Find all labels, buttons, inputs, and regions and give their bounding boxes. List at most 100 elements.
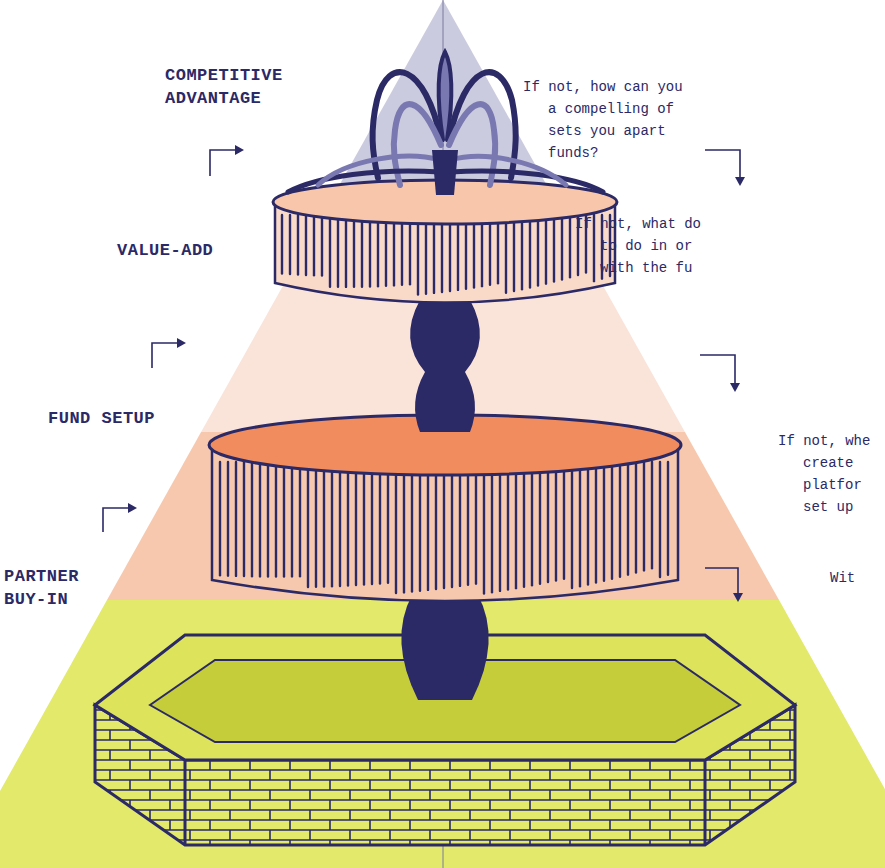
water-drip	[409, 215, 411, 284]
arrowhead	[128, 503, 137, 513]
water-drip	[435, 462, 437, 589]
water-drip	[403, 462, 405, 592]
water-drip	[227, 462, 229, 576]
water-drip	[499, 462, 501, 591]
water-drip	[553, 215, 555, 282]
water-drip	[497, 215, 499, 283]
water-drip	[587, 462, 589, 584]
water-drip	[531, 462, 533, 585]
elbow-arrow	[103, 508, 131, 532]
water-drip	[547, 462, 549, 582]
water-drip	[427, 462, 429, 590]
water-drips	[220, 462, 668, 593]
water-drip	[299, 462, 301, 576]
level-question: Wit	[830, 567, 855, 589]
water-drip	[521, 215, 523, 289]
water-drip	[337, 215, 339, 287]
water-drip	[417, 215, 419, 295]
elbow-arrow	[705, 150, 740, 180]
water-drip	[291, 462, 293, 576]
water-drip	[491, 462, 493, 592]
water-drip	[323, 462, 325, 587]
water-drip	[537, 215, 539, 286]
water-drip	[603, 462, 605, 581]
water-drip	[585, 215, 587, 273]
arrowhead	[177, 338, 186, 348]
water-drip	[593, 215, 595, 281]
water-drip	[659, 462, 661, 577]
water-drip	[555, 462, 557, 580]
water-drip	[571, 462, 573, 588]
level-heading: FUND SETUP	[48, 408, 155, 431]
water-drip	[475, 462, 477, 584]
water-drip	[267, 462, 269, 576]
water-drip	[545, 215, 547, 284]
water-drip	[579, 462, 581, 586]
water-drip	[387, 462, 389, 583]
water-drip	[393, 215, 395, 285]
arrowhead	[733, 593, 743, 602]
water-drip	[385, 215, 387, 286]
arrowhead	[735, 177, 745, 186]
water-drip	[505, 215, 507, 293]
water-drip	[315, 462, 317, 587]
water-drip	[243, 462, 245, 576]
water-drip	[331, 462, 333, 586]
water-drip	[627, 462, 629, 575]
water-drip	[363, 462, 365, 585]
water-drip	[235, 462, 237, 576]
water-drip	[483, 462, 485, 593]
text-holder: PARTNER BUY-IN	[4, 566, 94, 612]
water-drip	[601, 215, 603, 279]
water-drip	[411, 462, 413, 592]
water-drip	[289, 215, 291, 274]
text-holder: Wit	[830, 567, 855, 589]
water-drip	[353, 215, 355, 287]
level-question: If not, what do to do in or with the fu	[575, 213, 710, 279]
water-drip	[619, 462, 621, 577]
level-question: If not, how can you a compelling of sets…	[523, 76, 698, 164]
water-drip	[489, 215, 491, 285]
water-drip	[465, 215, 467, 289]
water-drip	[369, 215, 371, 286]
text-holder: If not, what do to do in or with the fu	[575, 213, 710, 279]
text-holder: VALUE-ADD	[117, 240, 213, 263]
water-drip	[313, 215, 315, 275]
water-drip	[441, 215, 443, 292]
water-drip	[433, 215, 435, 293]
level-heading: VALUE-ADD	[117, 240, 213, 263]
text-holder: If not, how can you a compelling of sets…	[523, 76, 698, 164]
water-drip	[459, 462, 461, 586]
water-drip	[523, 462, 525, 587]
water-drip	[561, 215, 563, 279]
water-drip	[467, 462, 469, 585]
water-drip	[305, 215, 307, 275]
water-drips	[282, 215, 610, 295]
water-drip	[307, 462, 309, 587]
text-holder: If not, whe create platfor set up	[778, 430, 874, 518]
water-drip	[345, 215, 347, 287]
water-drip	[635, 462, 637, 573]
water-drip	[473, 215, 475, 287]
elbow-arrow	[700, 355, 735, 386]
water-drip	[513, 215, 515, 291]
pedestal	[401, 595, 488, 700]
elbow-arrow	[152, 343, 180, 368]
water-drip	[577, 215, 579, 275]
water-drip	[569, 215, 571, 277]
water-drip	[377, 215, 379, 286]
water-drip	[283, 462, 285, 576]
water-drip	[643, 462, 645, 570]
water-drip	[563, 462, 565, 579]
water-drip	[329, 215, 331, 287]
water-drip	[259, 462, 261, 576]
text-holder: COMPETITIVE ADVANTAGE	[165, 65, 295, 111]
level-question: If not, whe create platfor set up	[778, 430, 874, 518]
water-drip	[451, 462, 453, 587]
water-drip	[275, 462, 277, 576]
spout	[432, 150, 458, 195]
water-drip	[507, 462, 509, 590]
